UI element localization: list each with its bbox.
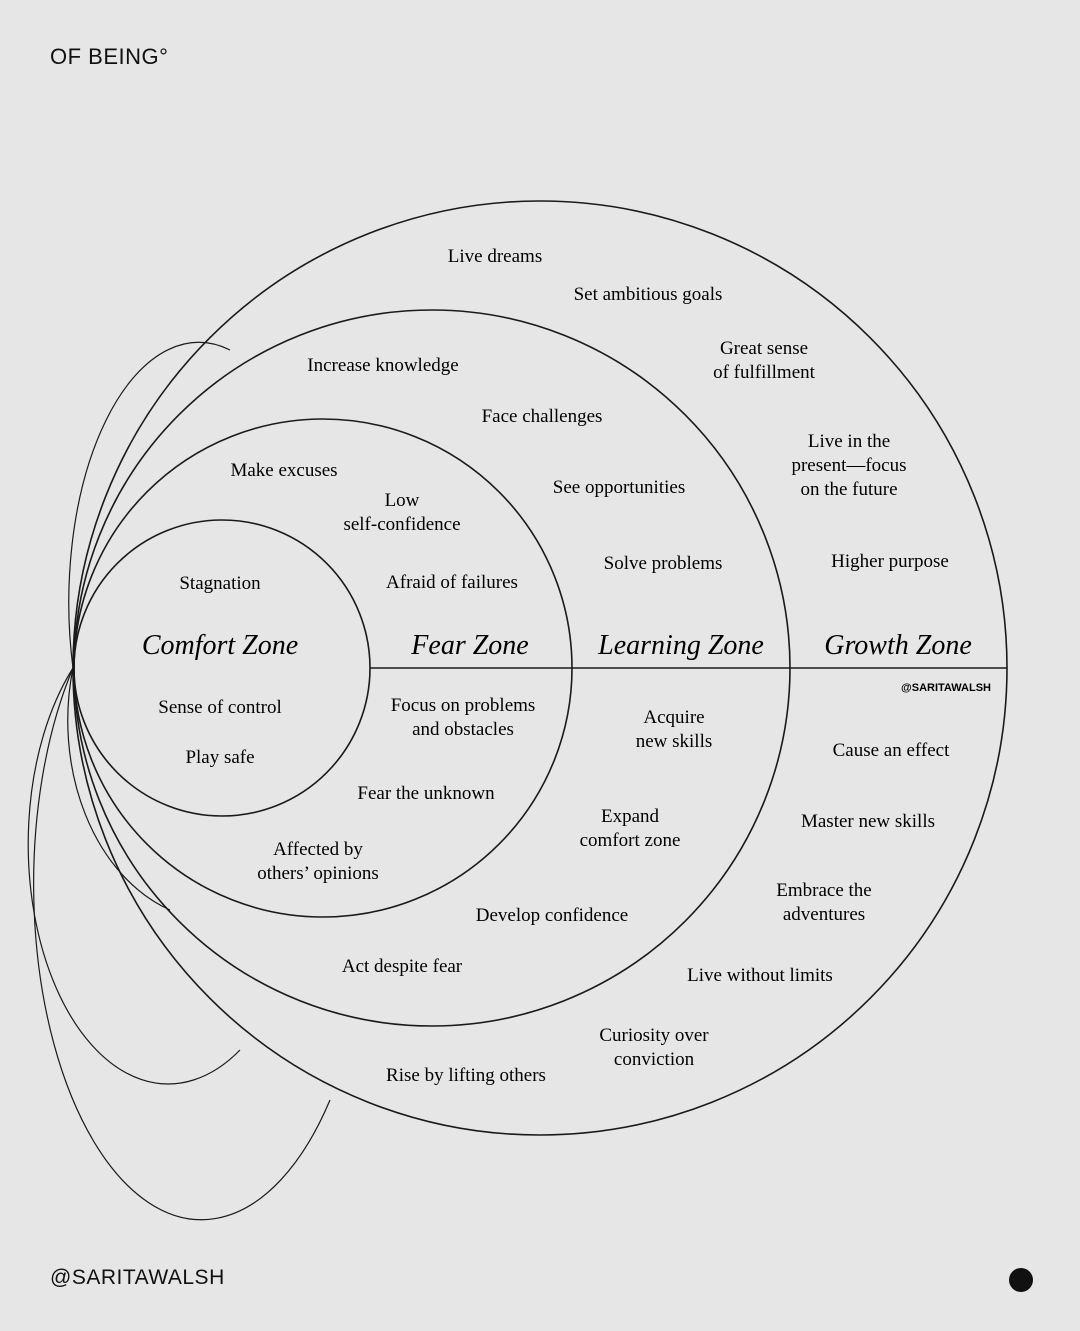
learning-item: Develop confidence [476,905,628,926]
growth-item: Live in the [808,431,890,452]
author-handle: @SARITAWALSH [50,1266,225,1289]
learning-zone-title: Learning Zone [597,630,764,661]
circle-dot-icon [1009,1268,1033,1292]
growth-item: present—focus [791,455,906,476]
comfort-item: Sense of control [158,697,281,718]
growth-zone-title: Growth Zone [824,630,972,661]
fear-zone-title: Fear Zone [410,630,528,661]
growth-item: on the future [800,479,897,500]
fear-item: Focus on problems [391,695,536,716]
growth-item: conviction [614,1049,695,1070]
growth-item: Embrace the [776,880,871,901]
growth-item: Set ambitious goals [574,284,723,305]
diagram-watermark: @SARITAWALSH [901,682,991,694]
growth-item: Cause an effect [833,740,950,761]
learning-item: Expand [601,806,660,827]
fear-item: self-confidence [343,514,460,535]
learning-item: Increase knowledge [307,355,458,376]
tangent-arcs [27,341,331,1221]
learning-item: See opportunities [553,477,685,498]
comfort-zone-title: Comfort Zone [142,630,298,661]
learning-item: Act despite fear [342,956,463,977]
growth-item: Rise by lifting others [386,1065,546,1086]
comfort-item: Play safe [185,747,254,768]
growth-item: adventures [783,904,865,925]
comfort-zone-circle [73,519,371,817]
comfort-item: Stagnation [179,573,261,594]
fear-item: others’ opinions [257,863,379,884]
fear-item: Afraid of failures [386,572,518,593]
brand-logo: OF BEING° [50,44,169,69]
learning-item: Solve problems [604,553,723,574]
fear-item: Low [385,490,420,511]
fear-item: Affected by [273,839,363,860]
growth-item: Great sense [720,338,808,359]
fear-item: Make excuses [230,460,337,481]
learning-item: Acquire [643,707,704,728]
learning-item: new skills [636,731,713,752]
fear-item: Fear the unknown [357,783,495,804]
learning-item: comfort zone [580,830,681,851]
growth-item: of fulfillment [713,362,816,383]
growth-item: Curiosity over [599,1025,709,1046]
growth-item: Live dreams [448,246,542,267]
fear-item: and obstacles [412,719,514,740]
growth-item: Master new skills [801,811,935,832]
growth-item: Higher purpose [831,551,949,572]
learning-item: Face challenges [482,406,603,427]
growth-item: Live without limits [687,965,833,986]
